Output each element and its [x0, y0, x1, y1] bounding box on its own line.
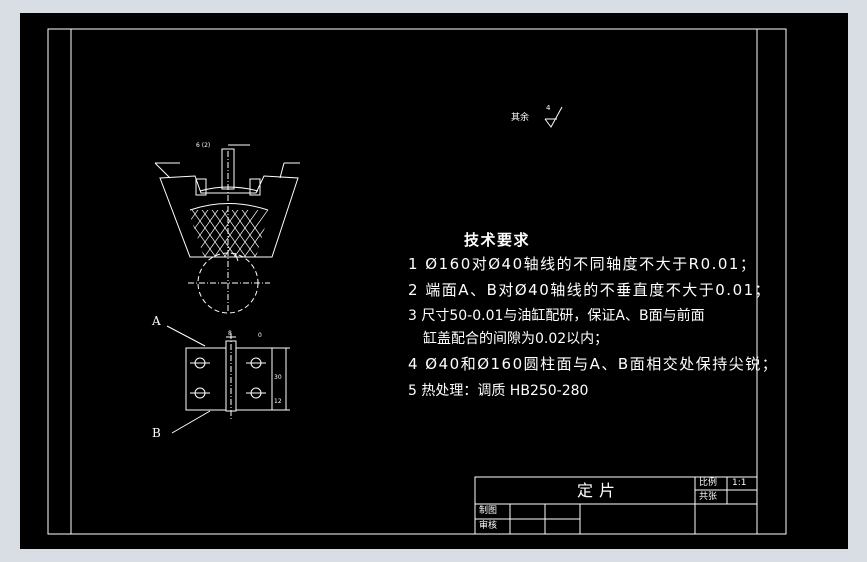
scale-value: 1:1 — [732, 478, 747, 488]
section-label: 6 (2) — [196, 142, 211, 149]
requirement-3: 3 尺寸50-0.01与油缸配研，保证A、B面与前面 — [408, 308, 705, 324]
dim-top: 8 — [228, 330, 232, 337]
checked-label: 审核 — [479, 521, 498, 531]
scale-label: 比例 — [699, 478, 718, 488]
drawn-label: 制图 — [479, 506, 498, 516]
fan-section-view — [154, 144, 300, 314]
title-block — [474, 476, 758, 535]
requirement-4: 4 Ø40和Ø160圆柱面与A、B面相交处保持尖锐； — [408, 355, 779, 373]
drawing-graphics — [47, 28, 787, 535]
roughness-value: 4 — [546, 104, 551, 112]
roughness-label: 其余 — [511, 113, 530, 123]
requirement-2: 2 端面A、B对Ø40轴线的不垂直度不大于0.01； — [408, 281, 772, 299]
face-label-a: A — [152, 314, 161, 328]
dim-right-1: 30 — [274, 374, 282, 381]
drawing-sheet: 其余 4 6 (2) A B 8 0 30 12 技术要求 1 Ø160对Ø40… — [20, 13, 848, 549]
count-label: 共张 — [699, 492, 718, 502]
dim-side: 0 — [258, 332, 262, 339]
face-label-b: B — [152, 426, 161, 440]
inner-frame — [70, 28, 758, 535]
roughness-symbol — [544, 106, 563, 128]
side-view — [166, 325, 290, 434]
dim-right-2: 12 — [274, 398, 282, 405]
requirement-3-cont: 缸盖配合的间隙为0.02以内； — [423, 331, 609, 347]
requirement-1: 1 Ø160对Ø40轴线的不同轴度不大于R0.01； — [408, 255, 757, 273]
requirements-heading: 技术要求 — [464, 231, 531, 249]
part-name: 定片 — [577, 481, 622, 500]
requirement-5: 5 热处理：调质 HB250-280 — [408, 383, 589, 399]
